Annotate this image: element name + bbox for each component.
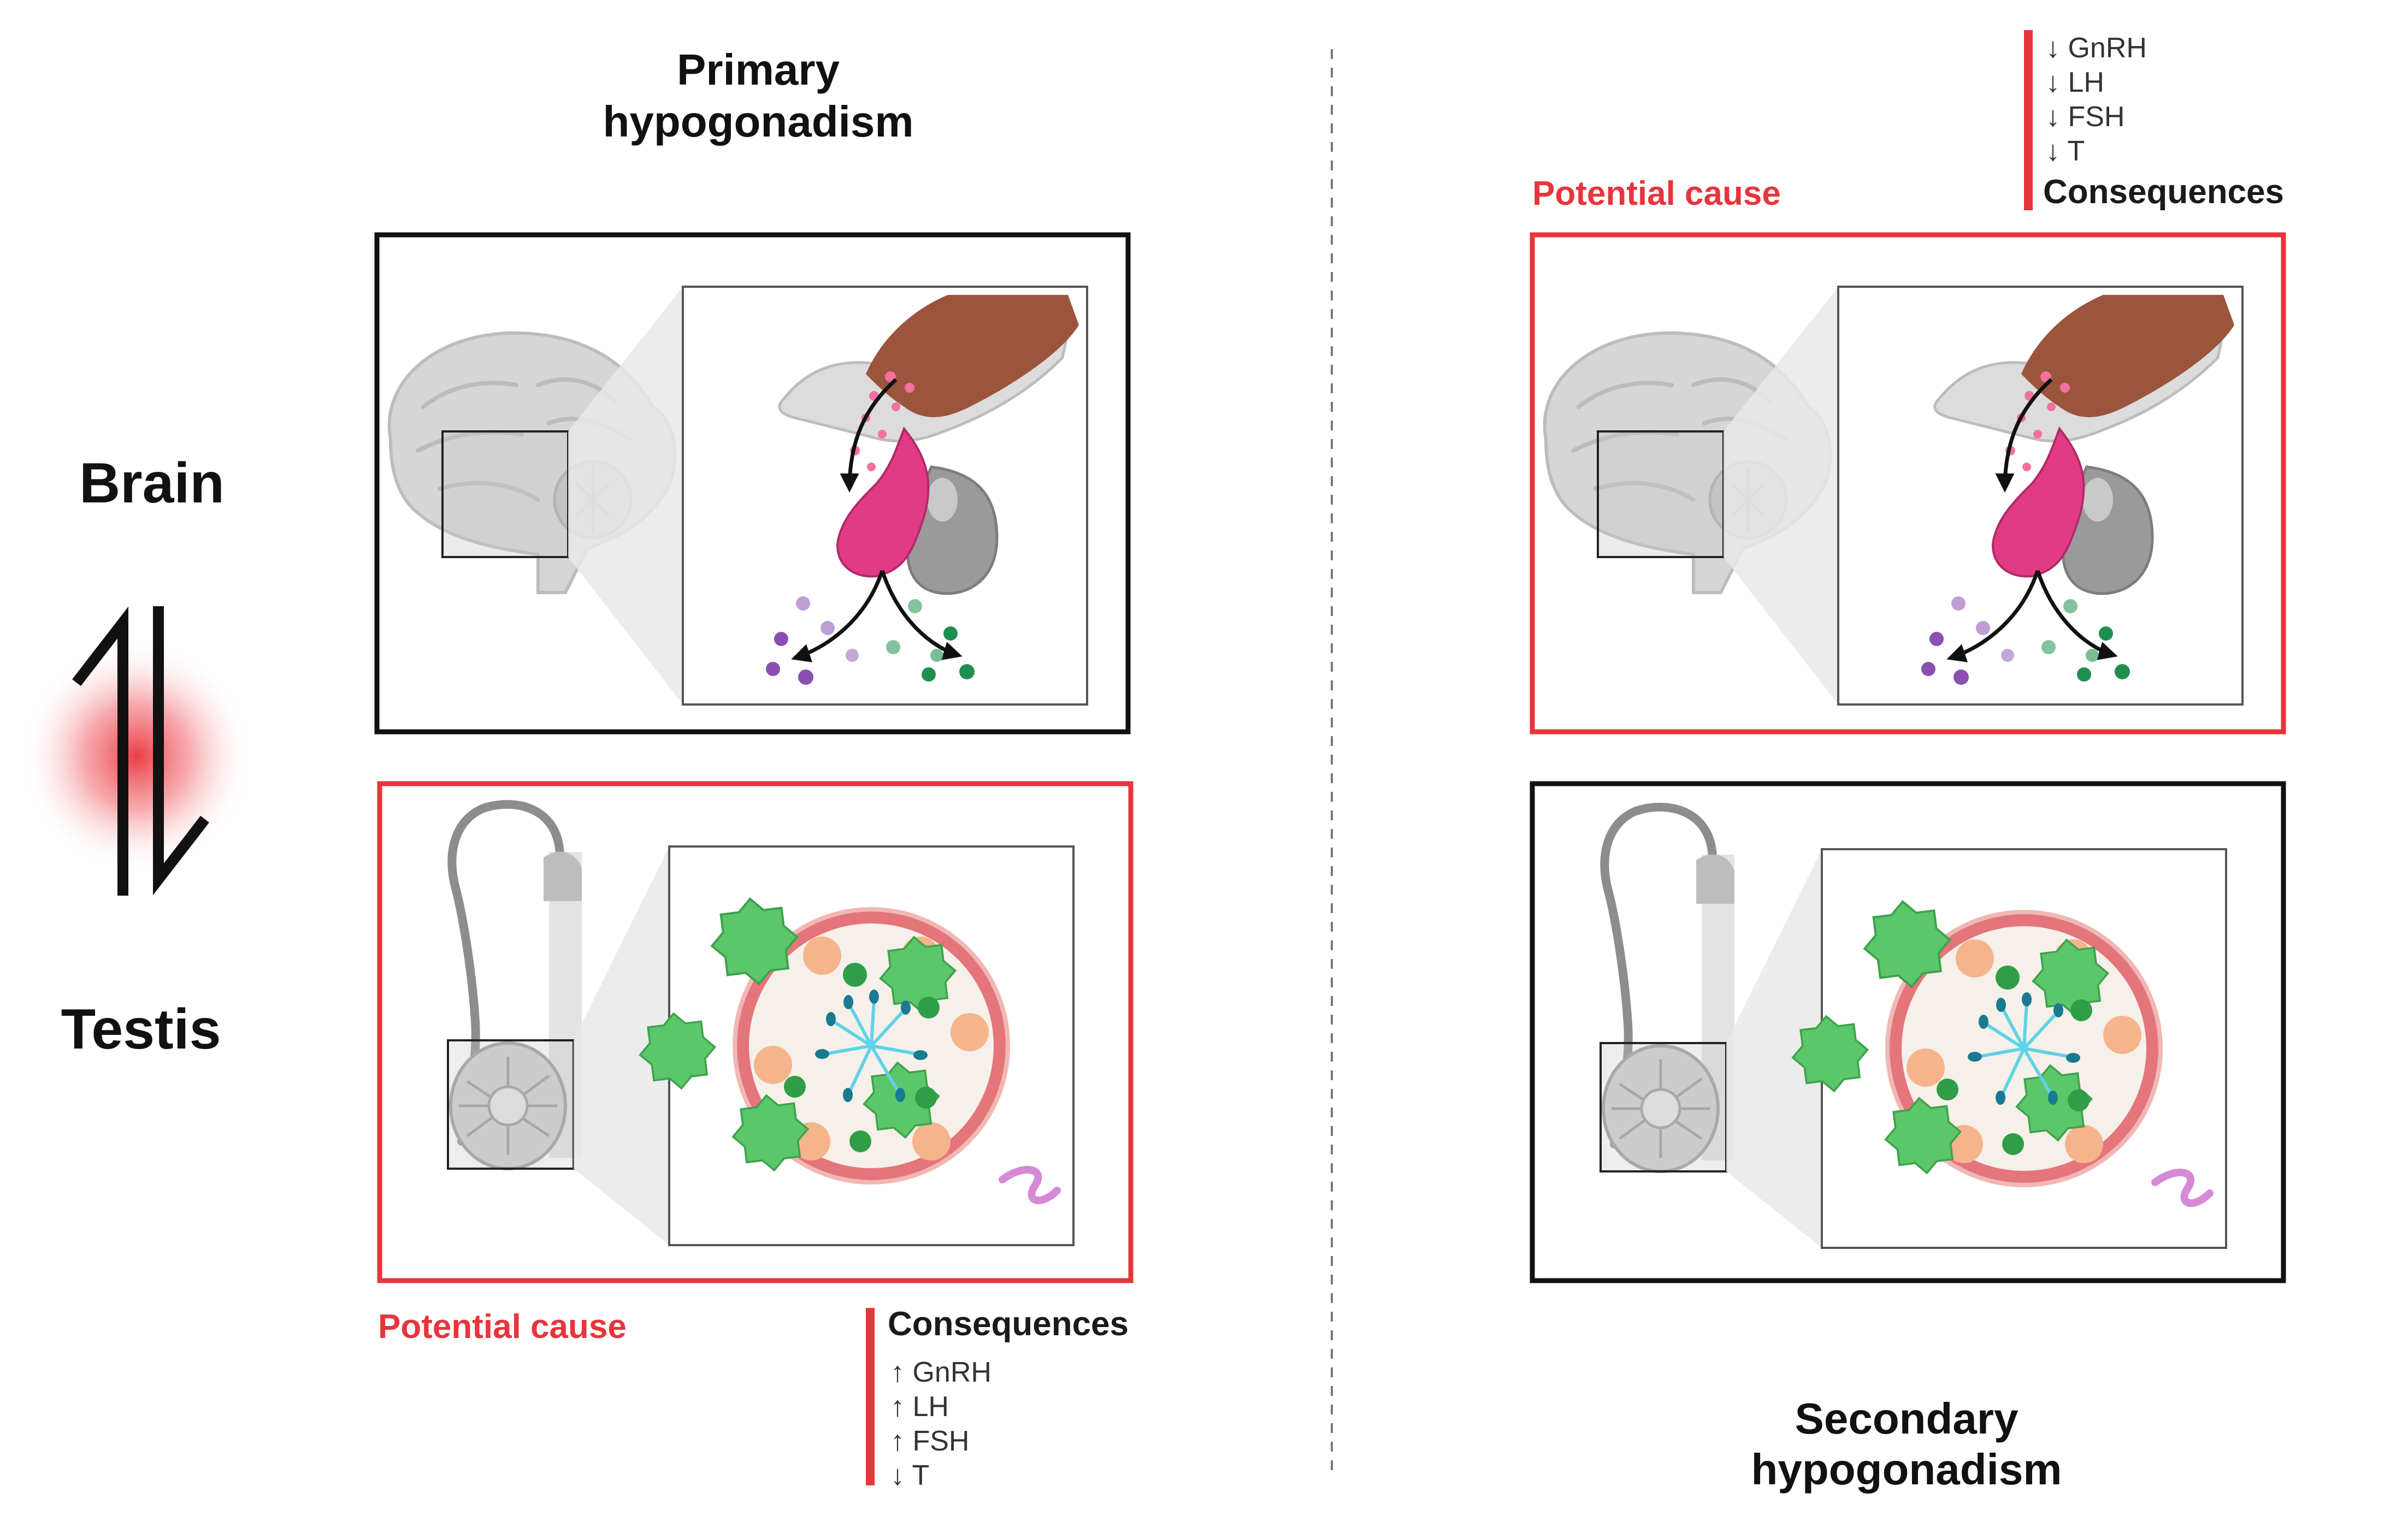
secondary-consequence-bar [2024, 30, 2033, 210]
secondary-potential-cause: Potential cause [1532, 175, 1781, 212]
feedback-arrows-icon [72, 606, 209, 896]
primary-title: Primary hypogonadism [268, 45, 1229, 146]
primary-consequence-bar [866, 1308, 875, 1485]
primary-testis-panel [377, 781, 1134, 1283]
primary-hormone-gnrh: ↑ GnRH [890, 1357, 991, 1388]
axis-top-label: Brain [79, 452, 225, 515]
primary-potential-cause: Potential cause [378, 1308, 627, 1346]
primary-hormone-lh: ↑ LH [890, 1391, 949, 1423]
secondary-hormone-t: ↓ T [2046, 135, 2085, 167]
secondary-title: Secondary hypogonadism [1431, 1394, 2387, 1494]
svg-text:hypogonadism: hypogonadism [1751, 1445, 2062, 1494]
svg-text:Secondary: Secondary [1795, 1394, 2019, 1443]
primary-brain-panel [374, 232, 1131, 735]
primary-hormone-fsh: ↑ FSH [890, 1425, 969, 1457]
secondary-hormone-gnrh: ↓ GnRH [2046, 32, 2147, 64]
axis-bottom-label: Testis [61, 998, 221, 1061]
red-glow [19, 639, 254, 874]
svg-text:Primary: Primary [677, 45, 840, 94]
primary-consequences-label: Consequences [888, 1305, 1129, 1343]
svg-text:hypogonadism: hypogonadism [603, 97, 914, 146]
secondary-consequences-label: Consequences [2043, 173, 2284, 211]
primary-hormone-t: ↓ T [890, 1460, 929, 1491]
secondary-hormone-fsh: ↓ FSH [2046, 101, 2124, 133]
secondary-brain-panel [1530, 232, 2286, 735]
secondary-hormone-lh: ↓ LH [2046, 67, 2104, 98]
secondary-testis-panel [1530, 781, 2286, 1283]
